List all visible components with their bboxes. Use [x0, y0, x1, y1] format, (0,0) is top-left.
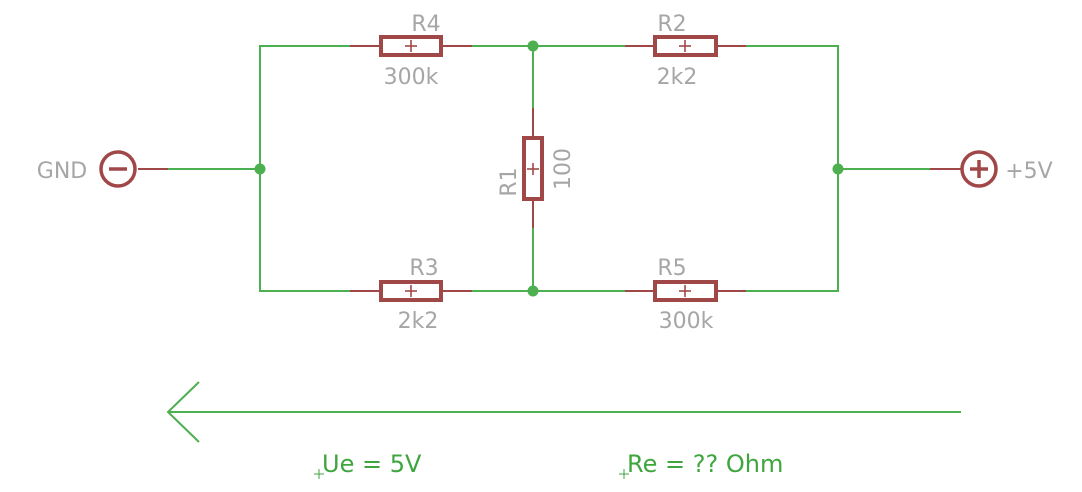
annotations: Ue = 5V Re = ?? Ohm [314, 450, 783, 479]
wire-left-loop [259, 45, 350, 292]
voltage-annotation: Ue = 5V [322, 450, 422, 478]
gnd-label: GND [37, 159, 87, 184]
r3-name: R3 [409, 256, 438, 281]
resistance-annotation: Re = ?? Ohm [627, 450, 783, 478]
arrow-left-icon [166, 381, 961, 443]
junction-bottom [527, 285, 539, 297]
r4-value: 300k [384, 65, 439, 90]
resistor-r3: R3 2k2 [350, 256, 472, 334]
junction-right [832, 163, 844, 175]
resistor-r5: R5 300k [625, 256, 746, 334]
r5-name: R5 [657, 256, 686, 281]
r1-name: R1 [497, 167, 522, 196]
r1-value: 100 [551, 148, 576, 190]
junction-top [527, 40, 539, 52]
resistor-r4: R4 300k [350, 12, 472, 90]
r3-value: 2k2 [398, 309, 439, 334]
terminal-vcc: +5V [930, 150, 1053, 188]
r4-name: R4 [411, 12, 440, 37]
resistor-r1: R1 100 [497, 108, 576, 228]
wires [168, 45, 930, 292]
vcc-label: +5V [1005, 159, 1052, 184]
junction-left [254, 163, 266, 175]
r5-value: 300k [659, 309, 714, 334]
resistor-r2: R2 2k2 [625, 12, 746, 90]
terminal-gnd: GND [37, 150, 168, 188]
r2-value: 2k2 [657, 65, 698, 90]
junctions [254, 40, 844, 297]
r2-name: R2 [657, 12, 686, 37]
wire-right-loop [746, 45, 839, 292]
